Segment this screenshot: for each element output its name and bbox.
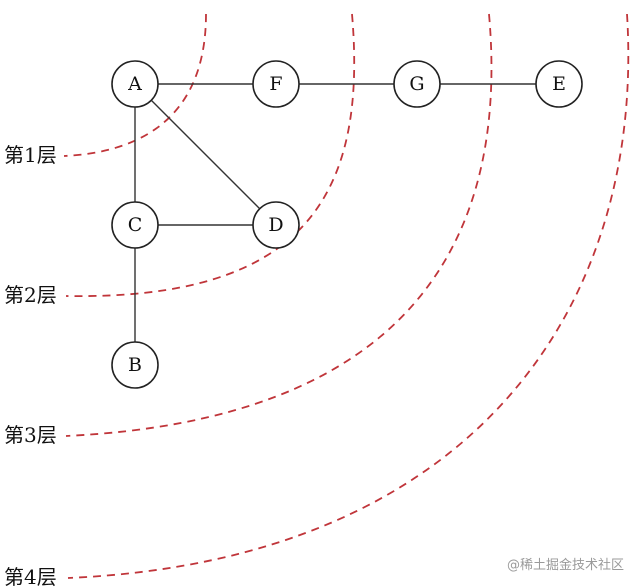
layer-arc-2 bbox=[65, 13, 356, 297]
node-label-D: D bbox=[268, 214, 283, 236]
node-F: F bbox=[252, 60, 300, 108]
edge-A-D bbox=[150, 99, 261, 210]
node-D: D bbox=[252, 201, 300, 249]
node-label-F: F bbox=[269, 73, 282, 95]
node-circle-G bbox=[393, 60, 441, 108]
node-G: G bbox=[393, 60, 441, 108]
node-E: E bbox=[535, 60, 583, 108]
node-C: C bbox=[111, 201, 159, 249]
node-label-B: B bbox=[128, 354, 142, 376]
layer-arc-1 bbox=[63, 13, 207, 157]
node-A: A bbox=[111, 60, 159, 108]
node-circle-E bbox=[535, 60, 583, 108]
node-label-E: E bbox=[552, 73, 566, 95]
node-circle-C bbox=[111, 201, 159, 249]
graph-edges bbox=[134, 83, 536, 342]
watermark: @稀土掘金技术社区 bbox=[506, 558, 624, 573]
layer-label-1: 第1层 bbox=[4, 143, 57, 167]
node-label-A: A bbox=[127, 73, 142, 95]
node-label-C: C bbox=[128, 214, 143, 236]
layer-arcs bbox=[63, 13, 630, 579]
node-B: B bbox=[111, 341, 159, 389]
layer-label-2: 第2层 bbox=[4, 283, 57, 307]
layer-label-3: 第3层 bbox=[4, 423, 57, 447]
node-label-G: G bbox=[409, 73, 424, 95]
layer-label-4: 第4层 bbox=[4, 565, 57, 587]
node-circle-B bbox=[111, 341, 159, 389]
layer-arc-4 bbox=[67, 13, 630, 579]
node-circle-F bbox=[252, 60, 300, 108]
node-circle-A bbox=[111, 60, 159, 108]
node-circle-D bbox=[252, 201, 300, 249]
graph-nodes: A F G E C D B bbox=[111, 60, 583, 389]
layer-arc-3 bbox=[65, 13, 493, 437]
